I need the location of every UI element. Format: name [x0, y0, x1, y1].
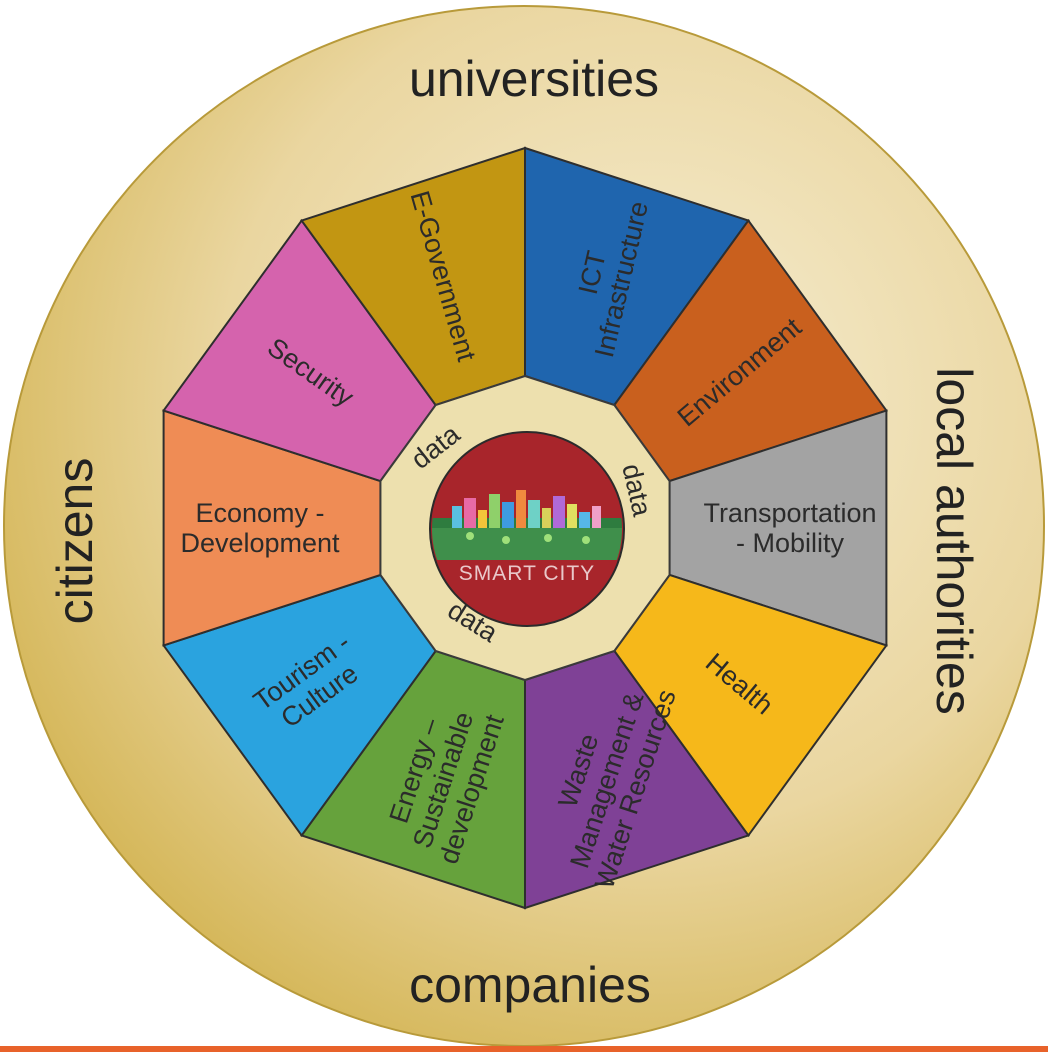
segment-wheel: ICTInfrastructureEnvironmentTransportati… — [161, 146, 889, 910]
segment-label-line: Development — [180, 528, 340, 558]
stakeholder-right: local authorities — [926, 367, 982, 714]
smart-city-emblem: SMART CITY — [429, 431, 625, 627]
segment-label-line: Economy - — [195, 498, 324, 528]
stakeholder-left: citizens — [47, 458, 103, 625]
bottom-rule — [0, 1046, 1048, 1052]
city-skyline — [432, 490, 622, 560]
center-label: SMART CITY — [459, 562, 595, 585]
segment-label-line: - Mobility — [736, 528, 845, 558]
segment-label-transportation-mobility: Transportation- Mobility — [703, 498, 876, 558]
stakeholder-bottom: companies — [409, 957, 651, 1013]
segment-label-line: Transportation — [703, 498, 876, 528]
segment-label-economy-development: Economy -Development — [180, 498, 340, 558]
stakeholder-top: universities — [409, 51, 659, 107]
